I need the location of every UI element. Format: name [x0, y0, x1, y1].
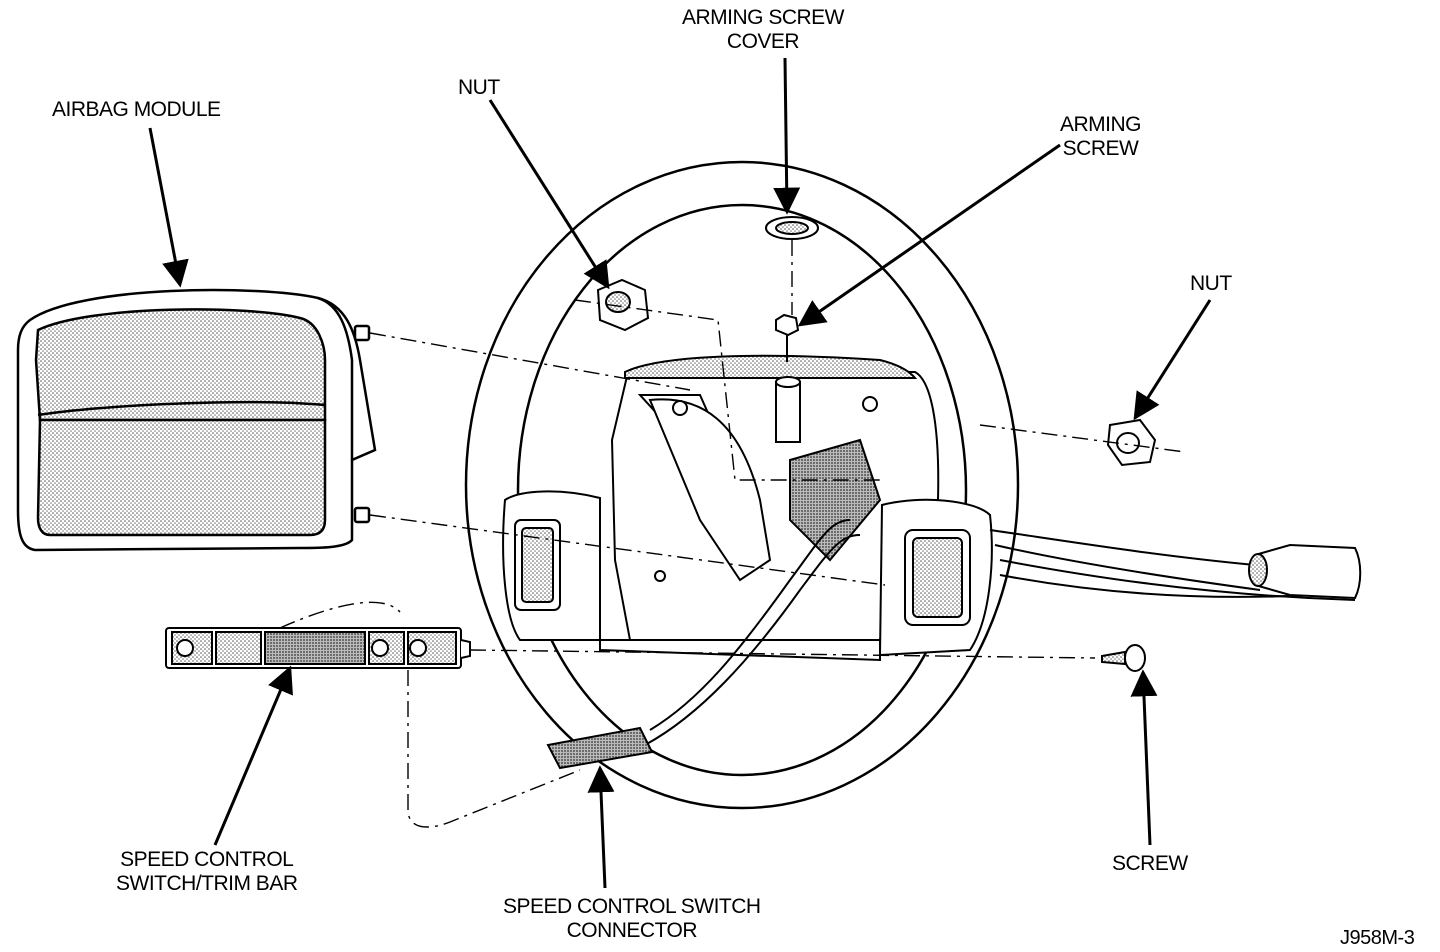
- arrow-arming-screw-cover: [773, 57, 801, 215]
- speed-control-switch-connector: [546, 519, 861, 770]
- arrow-screw: [1130, 669, 1158, 846]
- arrow-airbag-module: [148, 127, 189, 288]
- assembly-alignment-lines: [279, 240, 1186, 828]
- speed-control-switch-trim-bar: [165, 627, 471, 669]
- screw-part: [1101, 644, 1146, 672]
- label-screw: SCREW: [1112, 852, 1188, 875]
- arrow-speed-control-switch-trim-bar: [213, 665, 293, 846]
- label-airbag-module: AIRBAG MODULE: [52, 98, 221, 121]
- arrow-arming-screw: [797, 143, 1061, 327]
- label-arming-screw: ARMING SCREW: [1060, 113, 1142, 160]
- leader-arrows: [148, 57, 1212, 889]
- label-speed-control-switch-trim-bar: SPEED CONTROL SWITCH/TRIM BAR: [116, 848, 298, 895]
- arrow-nut-right: [1133, 299, 1212, 421]
- figure-id: J958M-3: [1340, 927, 1415, 949]
- label-nut-right: NUT: [1190, 272, 1232, 295]
- steering-wheel-hub: [502, 354, 993, 662]
- airbag-module: [16, 288, 377, 552]
- arrow-nut-left: [488, 99, 610, 290]
- label-nut-left: NUT: [458, 76, 500, 99]
- arming-screw-cover-part: [765, 216, 819, 240]
- arrow-speed-control-switch-connector: [587, 765, 615, 889]
- clockspring-cable: [989, 529, 1362, 601]
- nut-left-part: [596, 278, 650, 332]
- arming-screw-part: [775, 313, 800, 362]
- label-arming-screw-cover: ARMING SCREW COVER: [682, 6, 845, 53]
- steering-wheel-rim: [464, 160, 1020, 810]
- label-speed-control-switch-connector: SPEED CONTROL SWITCH CONNECTOR: [503, 895, 761, 942]
